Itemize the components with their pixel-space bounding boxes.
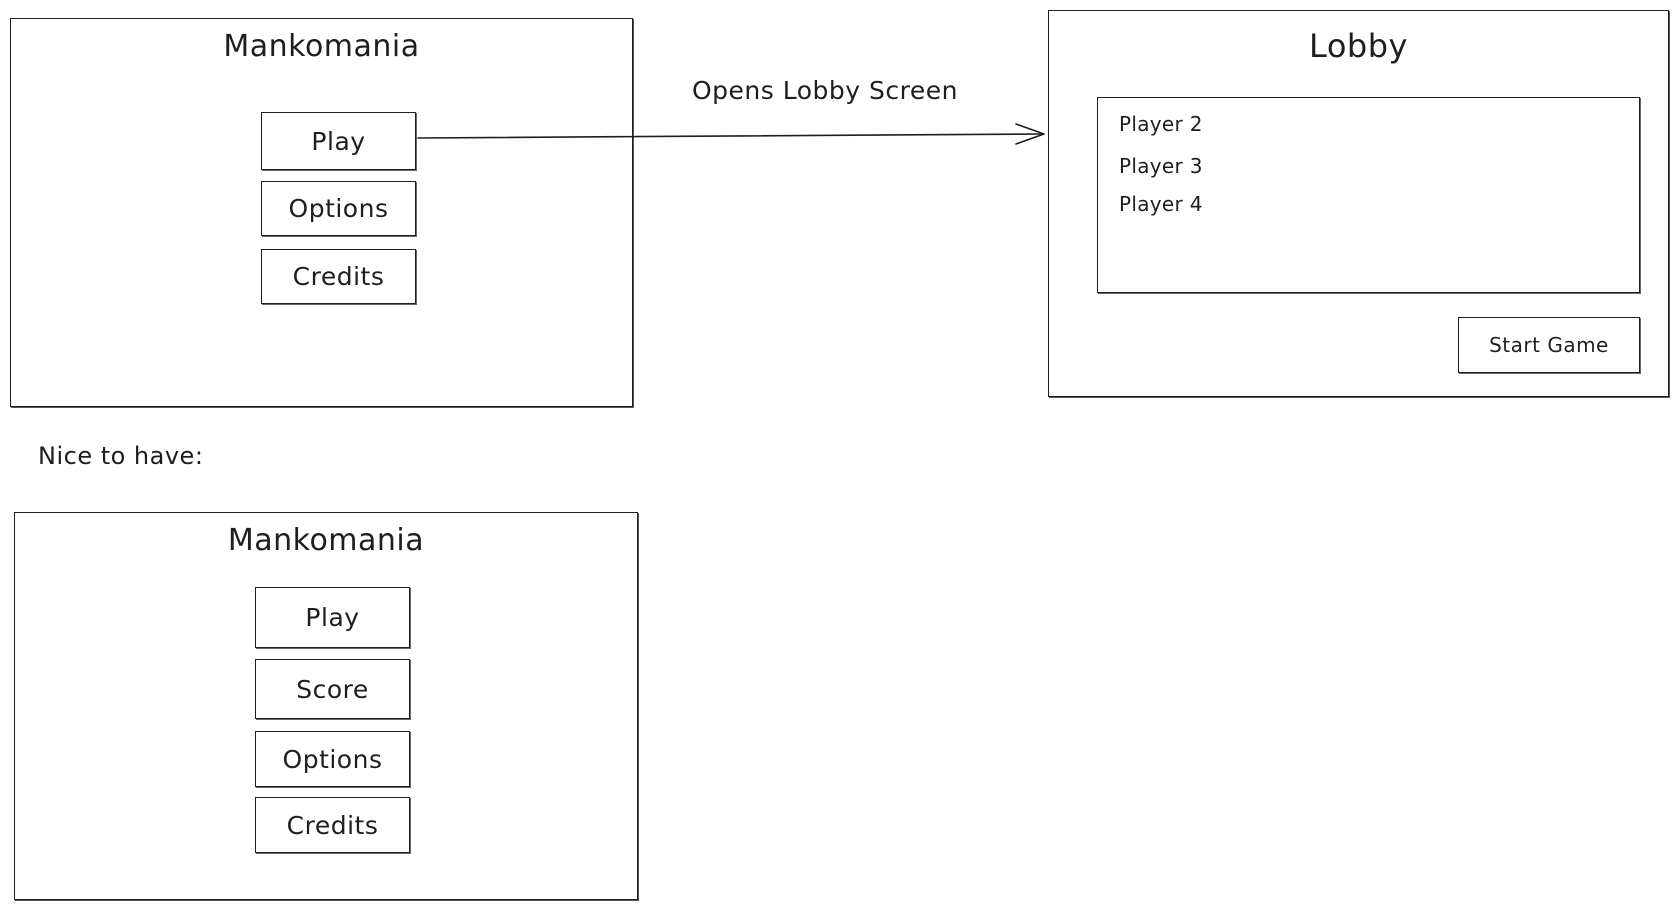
connector-label: Opens Lobby Screen — [692, 76, 958, 105]
credits-button[interactable]: Credits — [255, 797, 410, 853]
score-button[interactable]: Score — [255, 659, 410, 719]
player-list: Player 2 Player 3 Player 4 — [1097, 97, 1640, 293]
player-list-item: Player 4 — [1119, 192, 1203, 216]
play-button[interactable]: Play — [255, 587, 410, 648]
nice-to-have-label: Nice to have: — [38, 442, 204, 470]
lobby-title: Lobby — [1309, 27, 1408, 65]
connector-arrow-head — [1015, 123, 1045, 145]
options-button[interactable]: Options — [261, 181, 416, 236]
nice-to-have-menu-title: Mankomania — [227, 523, 425, 558]
lobby-frame: Lobby Player 2 Player 3 Player 4 Start G… — [1048, 10, 1669, 397]
player-list-item: Player 2 — [1119, 112, 1203, 136]
play-button[interactable]: Play — [261, 112, 416, 170]
nice-to-have-menu-frame: Mankomania Play Score Options Credits — [14, 512, 638, 900]
start-game-button[interactable]: Start Game — [1458, 317, 1640, 373]
options-button[interactable]: Options — [255, 731, 410, 787]
main-menu-title: Mankomania — [223, 29, 420, 64]
player-list-item: Player 3 — [1119, 154, 1203, 178]
main-menu-frame: Mankomania Play Options Credits — [10, 18, 633, 407]
credits-button[interactable]: Credits — [261, 249, 416, 304]
